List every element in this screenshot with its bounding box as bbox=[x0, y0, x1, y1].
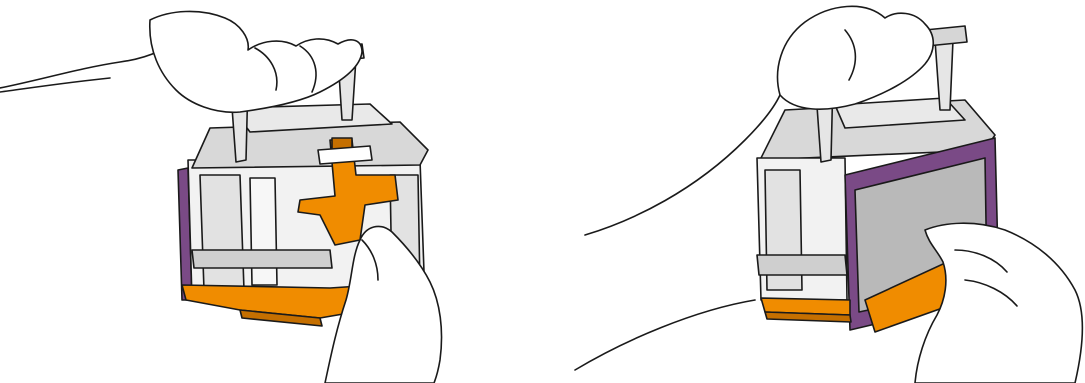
left-illustration bbox=[0, 0, 545, 383]
step-panel-left bbox=[0, 0, 545, 383]
right-arm-outline-lower bbox=[575, 300, 755, 370]
step-panel-right bbox=[545, 0, 1085, 383]
right-arm-outline bbox=[585, 95, 780, 235]
right-illustration bbox=[545, 0, 1085, 383]
top-hand bbox=[150, 11, 362, 112]
top-hand-right bbox=[778, 6, 934, 109]
